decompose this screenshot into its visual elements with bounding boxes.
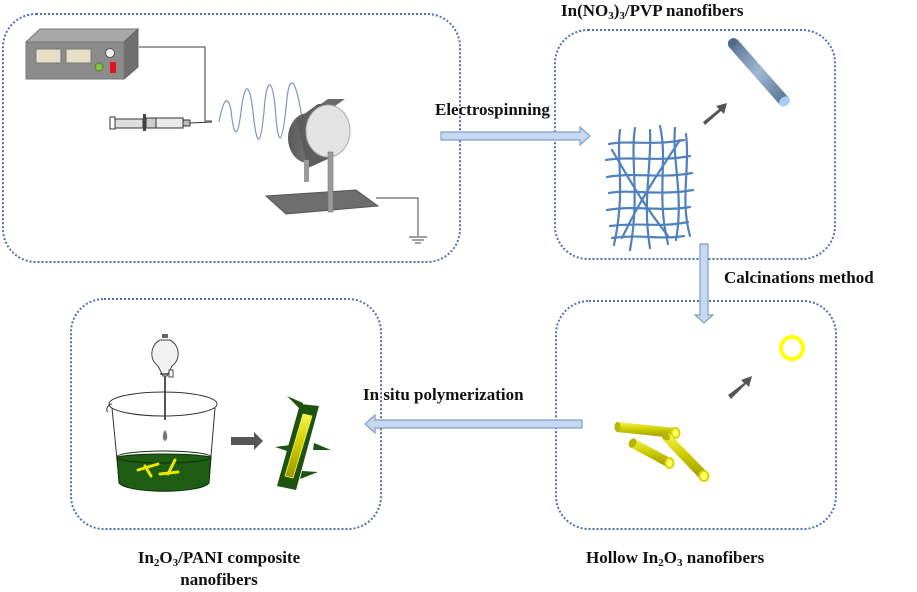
hollow-ring-icon [779, 335, 805, 361]
panel-composite-fibers [70, 298, 382, 530]
separatory-funnel-icon [151, 334, 179, 420]
precursor-nanofiber-icon [727, 38, 790, 107]
drum-collector-icon [264, 99, 380, 215]
calcination-label: Calcinations method [724, 268, 874, 287]
electrospinning-label: Electrospinning [435, 100, 550, 119]
precursor-fibers-label: In(NO3)3/PVP nanofibers [561, 1, 744, 22]
high-voltage-wire [139, 46, 212, 122]
polymer-jet [218, 82, 303, 140]
hollow-fibers-label: Hollow In2O3 nanofibers [586, 548, 765, 569]
composite-fibers-label: In2O3/PANI composite nanofibers [137, 548, 301, 589]
flow-arrow-left [364, 413, 583, 435]
small-arrow-icon [231, 432, 263, 450]
flow-arrow-down [693, 243, 715, 324]
panel-precursor-fibers [554, 29, 836, 260]
small-arrow-icon [703, 103, 727, 125]
nanofiber-mat-icon [604, 124, 695, 252]
ground-icon [376, 197, 427, 244]
panel-hollow-fibers [555, 300, 837, 530]
power-supply-icon [24, 27, 140, 81]
beaker-icon [106, 391, 218, 492]
hollow-fibers-icon [614, 422, 710, 482]
syringe-icon [109, 114, 213, 131]
small-arrow-icon [728, 376, 752, 399]
in-situ-polymerization-label: In situ polymerization [363, 385, 524, 404]
pani-coated-fiber-icon [275, 396, 331, 490]
flow-arrow-right [440, 125, 591, 147]
